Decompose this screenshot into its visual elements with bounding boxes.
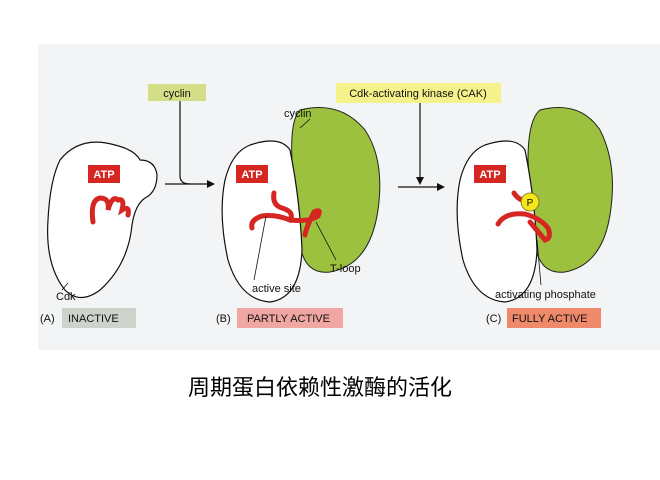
cdk-label: Cdk [56, 291, 76, 303]
atp-label-a: ATP [93, 169, 114, 181]
slide-caption: 周期蛋白依赖性激酶的活化 [187, 376, 452, 401]
panel-c-letter: (C) [486, 313, 501, 325]
arrow-bc-head-icon [437, 183, 445, 191]
atp-box-b [236, 165, 268, 183]
partly-active-label: PARTLY ACTIVE [247, 313, 330, 325]
t-loop-b [249, 190, 322, 238]
cdk-inactive-shape [47, 141, 158, 299]
cyclin-label-box [148, 84, 206, 101]
t-loop-pointer [315, 221, 337, 261]
fully-active-badge [507, 308, 601, 328]
fully-active-label: FULLY ACTIVE [512, 313, 587, 325]
cyclin-pointer [299, 118, 311, 129]
t-loop-a [89, 195, 131, 225]
phosphate-pointer [536, 239, 542, 286]
cak-arrow-head-icon [416, 177, 424, 185]
t-loop-label: T-loop [330, 263, 361, 275]
inactive-badge [62, 308, 136, 328]
active-site-pointer [253, 215, 267, 281]
partly-active-badge [237, 308, 343, 328]
phosphate-symbol: P [527, 198, 534, 209]
phosphate-icon [520, 192, 540, 212]
arrow-ab-head-icon [207, 180, 215, 188]
inactive-label: INACTIVE [68, 313, 119, 325]
activating-phosphate-label: activating phosphate [495, 289, 596, 301]
atp-box-c [474, 165, 506, 183]
cyclin-shape-c [527, 107, 613, 273]
cyclin-part-label: cyclin [284, 108, 312, 120]
panel-b-letter: (B) [216, 313, 231, 325]
active-site-label: active site [252, 283, 301, 295]
cak-label-box [336, 83, 501, 103]
atp-label-c: ATP [479, 169, 500, 181]
atp-box-a [88, 165, 120, 183]
cak-label: Cdk-activating kinase (CAK) [349, 88, 487, 100]
panel-a-letter: (A) [40, 313, 55, 325]
cdk-pointer [61, 282, 69, 291]
cyclin-label: cyclin [163, 88, 191, 100]
atp-label-b: ATP [241, 169, 262, 181]
